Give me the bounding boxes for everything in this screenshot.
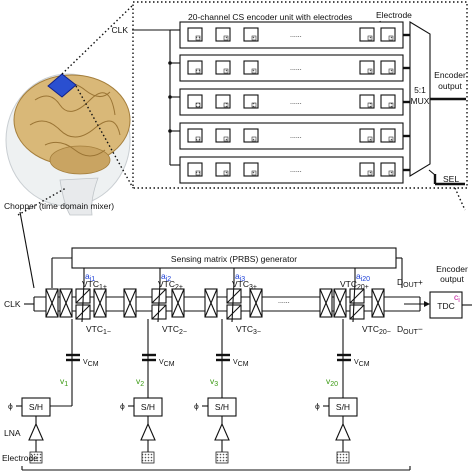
svg-text:......: ...... — [290, 167, 302, 174]
svg-text:S/H: S/H — [336, 402, 350, 412]
lna-triangle — [28, 422, 44, 441]
top-encoder-output-label: Encoder — [434, 70, 466, 80]
vtc-channel-2: VTC2+ VTC2− VCM v2 — [123, 279, 187, 398]
electrode-pad — [29, 451, 43, 464]
vtc-channel-20: VTC20+ VTC20− VCM v20 — [319, 279, 391, 398]
electrode-pad — [215, 451, 229, 464]
svg-text:VCM: VCM — [159, 359, 175, 368]
chopper-label: Chopper (time domain mixer) — [4, 201, 114, 211]
svg-text:v20: v20 — [326, 376, 338, 388]
tdc-block — [429, 291, 463, 319]
svg-text:output: output — [438, 81, 462, 91]
ci-label: ci — [454, 292, 460, 304]
svg-text:......: ...... — [290, 99, 302, 106]
bottom-electrode-label: Electrode — [2, 453, 38, 463]
svg-text:VCM: VCM — [354, 359, 370, 368]
vtc-channel-3: VTC3+ VTC3− VCM v3 — [204, 279, 263, 398]
svg-text:......: ...... — [290, 65, 302, 72]
encoder-row: ...... — [179, 156, 410, 184]
svg-text:S/H: S/H — [141, 402, 155, 412]
frontend-channel-3: ϕ S/H — [194, 397, 237, 464]
alpha-i20-label: ai20 — [356, 271, 370, 283]
frontend-channel-20: ϕ S/H — [315, 397, 358, 464]
lna-label: LNA — [4, 428, 21, 438]
sel-label: SEL — [443, 174, 459, 184]
svg-text:MUX: MUX — [411, 96, 430, 106]
lna-triangle — [140, 422, 156, 441]
electrode-pad — [141, 451, 155, 464]
encoder-row: ...... — [179, 88, 410, 116]
bottom-panel: Chopper (time domain mixer) Sensing matr… — [2, 201, 472, 471]
frontend-channel-2: ϕ S/H — [120, 397, 163, 464]
svg-text:v1: v1 — [60, 376, 68, 388]
svg-text:VCM: VCM — [83, 359, 99, 368]
vtc-channel-1: VTC1+ VTC1− VCM v1 — [45, 279, 111, 398]
svg-text:ϕ: ϕ — [8, 401, 13, 411]
alpha-i2-label: ai2 — [161, 271, 171, 283]
svg-text:VTC1+: VTC1+ — [82, 279, 107, 291]
prbs-label: Sensing matrix (PRBS) generator — [171, 254, 297, 264]
svg-text:......: ...... — [290, 133, 302, 140]
top-panel: 20-channel CS encoder unit with electrod… — [111, 1, 468, 189]
svg-text:5:1: 5:1 — [414, 85, 426, 95]
electrode-pad — [336, 451, 350, 464]
mux-block — [409, 21, 431, 177]
dout-minus-label: DOUT− — [397, 324, 423, 336]
tdc-label: TDC — [437, 301, 454, 311]
encoder-row: ...... — [179, 54, 410, 82]
top-electrode-label: Electrode — [376, 10, 412, 20]
bottom-clk-label: CLK — [4, 299, 21, 309]
top-panel-title: 20-channel CS encoder unit with electrod… — [188, 12, 352, 22]
lna-triangle — [214, 422, 230, 441]
svg-text:VTC20+: VTC20+ — [340, 279, 369, 291]
svg-text:VTC3−: VTC3− — [236, 324, 261, 336]
svg-text:......: ...... — [290, 32, 302, 39]
svg-text:ϕ: ϕ — [194, 401, 199, 411]
bottom-encoder-output-label: Encoder — [436, 264, 468, 274]
svg-text:VTC2+: VTC2+ — [158, 279, 183, 291]
lna-triangle — [335, 422, 351, 441]
svg-text:VTC1−: VTC1− — [86, 324, 111, 336]
frontend-channel-1: ϕ S/H — [8, 397, 73, 464]
svg-text:VCM: VCM — [233, 359, 249, 368]
svg-text:output: output — [440, 274, 464, 284]
encoder-row: ...... — [179, 122, 410, 150]
svg-text:S/H: S/H — [29, 402, 43, 412]
svg-text:VTC2−: VTC2− — [162, 324, 187, 336]
alpha-i1-label: ai1 — [85, 271, 95, 283]
channel-ellipsis: ...... — [278, 298, 290, 305]
zoom-lines-top — [17, 4, 466, 216]
svg-text:ϕ: ϕ — [315, 401, 320, 411]
svg-text:ϕ: ϕ — [120, 401, 125, 411]
brain-illustration — [5, 73, 131, 216]
electrode-array-patch — [47, 73, 77, 98]
svg-text:v2: v2 — [136, 376, 144, 388]
alpha-i3-label: ai3 — [235, 271, 245, 283]
svg-text:VTC3+: VTC3+ — [232, 279, 257, 291]
top-clk-label: CLK — [111, 25, 128, 35]
encoder-row: ...... — [179, 21, 410, 49]
svg-text:S/H: S/H — [215, 402, 229, 412]
svg-text:VTC20−: VTC20− — [362, 324, 391, 336]
svg-text:v3: v3 — [210, 376, 218, 388]
dout-plus-label: DOUT+ — [397, 277, 423, 289]
